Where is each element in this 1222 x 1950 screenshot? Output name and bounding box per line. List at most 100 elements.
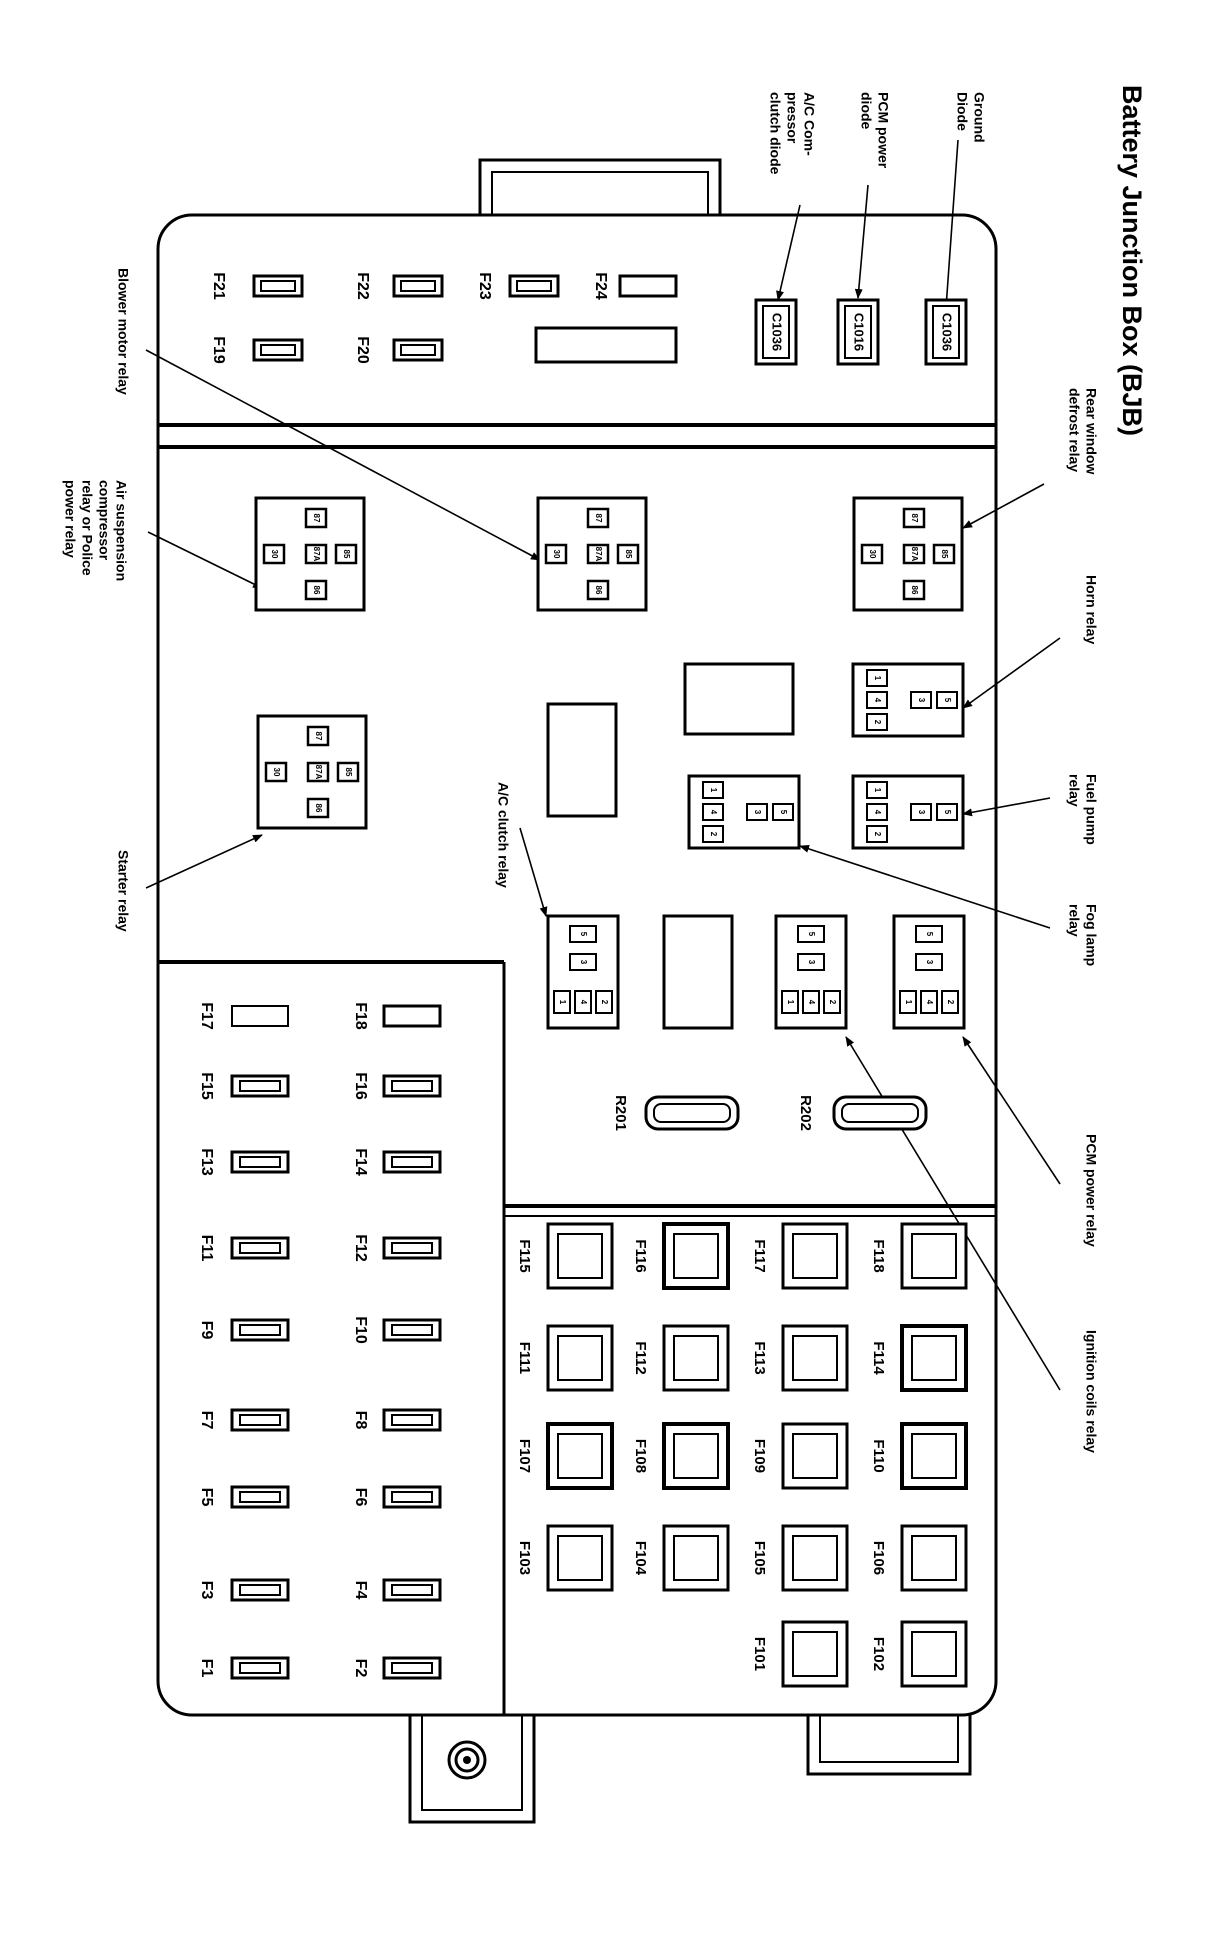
starter-relay-pin-2 (306, 761, 330, 783)
maxi-fuse-label-F103: F103 (516, 1541, 533, 1575)
pcm-power-relay-pin-1 (915, 953, 943, 971)
mini-fuse-label-F4: F4 (352, 1581, 369, 1600)
mounting-bolt-center-icon (463, 1756, 471, 1764)
callout-ignition-coils-relay: Ignition coils relay (1083, 1330, 1099, 1453)
top-fuse-label-F19: F19 (210, 336, 227, 364)
pcm-power-relay-pin-label-2: 1 (904, 1000, 913, 1005)
ac-clutch-relay-pin-1 (569, 953, 597, 971)
maxi-fuse-inner-F107 (557, 1433, 603, 1479)
callout-air-suspension-relay: power relay (62, 480, 78, 558)
mini-fuse-inner-F15 (239, 1080, 281, 1092)
mini-fuse-label-F15: F15 (198, 1072, 215, 1100)
horn-relay-pin-0 (866, 669, 888, 687)
callout-fog-lamp-relay: Fog lamp (1083, 904, 1099, 966)
mini-fuse-label-F2: F2 (352, 1659, 369, 1678)
rear-window-defrost-relay-pin-4 (902, 579, 926, 601)
mini-fuse-label-F5: F5 (198, 1488, 215, 1507)
callout-pcm-power-relay: PCM power relay (1083, 1134, 1099, 1247)
callout-arrow-horn-relay (962, 637, 1061, 709)
mini-fuse-label-F16: F16 (352, 1072, 369, 1100)
maxi-fuse-label-F101: F101 (751, 1637, 768, 1671)
ignition-coils-relay-pin-label-1: 3 (807, 960, 816, 965)
mini-fuse-label-F6: F6 (352, 1488, 369, 1507)
callout-arrow-ac-compressor-clutch-diode (776, 204, 801, 301)
mini-fuse-inner-F12 (391, 1242, 433, 1254)
maxi-fuse-label-F108: F108 (632, 1439, 649, 1473)
maxi-fuse-label-F102: F102 (870, 1637, 887, 1671)
mini-fuse-label-F10: F10 (352, 1316, 369, 1344)
maxi-fuse-label-F115: F115 (516, 1239, 533, 1272)
callout-ac-compressor-clutch-diode: clutch diode (767, 92, 783, 175)
callout-pcm-power-diode: PCM power (875, 92, 891, 169)
air-suspension-relay-pin-label-4: 86 (312, 586, 321, 595)
top-fuse-label-F24: F24 (592, 272, 609, 300)
maxi-fuse-inner-F109 (792, 1433, 838, 1479)
mini-fuse-F18 (382, 1004, 442, 1028)
fuel-pump-relay-pin-label-3: 3 (917, 810, 926, 815)
mini-fuse-label-F12: F12 (352, 1234, 369, 1262)
callout-ac-clutch-relay: A/C clutch relay (495, 782, 511, 888)
fog-lamp-relay-pin-2 (702, 825, 724, 843)
callout-pcm-power-diode: diode (858, 92, 874, 130)
fuel-pump-relay-pin-2 (866, 825, 888, 843)
diode-label-2: C1036 (770, 313, 785, 351)
starter-relay-pin-label-3: 85 (344, 768, 353, 777)
fog-lamp-relay-pin-label-3: 3 (753, 810, 762, 815)
callout-arrow-starter-relay (145, 834, 263, 889)
ignition-coils-relay-pin-3 (802, 990, 820, 1014)
air-suspension-relay-pin-label-2: 87A (312, 547, 321, 562)
callout-ac-compressor-clutch-diode: pressor (784, 92, 800, 144)
pcm-power-relay-pin-2 (899, 990, 917, 1014)
bottom-left-mounting-tab (408, 1710, 536, 1824)
top-fuse-label-F23: F23 (476, 272, 493, 300)
maxi-fuse-inner-F108 (673, 1433, 719, 1479)
mini-fuse-inner-F1 (239, 1662, 281, 1674)
maxi-fuse-label-F114: F114 (870, 1341, 887, 1375)
fog-lamp-relay-pin-0 (702, 781, 724, 799)
mini-fuse-inner-F5 (239, 1491, 281, 1503)
maxi-fuse-inner-F114 (911, 1335, 957, 1381)
ac-clutch-relay-pin-label-2: 1 (558, 1000, 567, 1005)
diode-inner-2 (762, 305, 790, 359)
maxi-fuse-inner-F117 (792, 1233, 838, 1279)
callout-arrow-ground-diode (942, 139, 959, 309)
ac-clutch-relay-pin-label-0: 5 (579, 932, 588, 937)
mini-fuse-inner-F13 (239, 1156, 281, 1168)
pcm-power-relay-pin-label-1: 3 (925, 960, 934, 965)
maxi-fuse-label-F111: F111 (516, 1342, 533, 1375)
maxi-fuse-inner-F118 (911, 1233, 957, 1279)
callout-blower-motor-relay: Blower motor relay (115, 268, 131, 395)
maxi-fuse-label-F116: F116 (632, 1239, 649, 1272)
mini-fuse-inner-F4 (391, 1584, 433, 1596)
mini-fuse-label-F3: F3 (198, 1581, 215, 1600)
maxi-fuse-label-F118: F118 (870, 1239, 887, 1272)
rear-window-defrost-relay-pin-label-3: 85 (940, 550, 949, 559)
maxi-fuse-label-F117: F117 (751, 1239, 768, 1272)
maxi-fuse-label-F110: F110 (870, 1439, 887, 1472)
cavity-block-3 (662, 914, 734, 1030)
blower-motor-relay-pin-label-3: 85 (624, 550, 633, 559)
ac-clutch-relay-pin-0 (569, 925, 597, 943)
maxi-fuse-inner-F113 (792, 1335, 838, 1381)
mini-fuse-inner-F16 (391, 1080, 433, 1092)
callout-arrow-ac-clutch-relay (519, 827, 548, 917)
horn-relay-pin-label-3: 3 (917, 698, 926, 703)
blower-motor-relay-pin-3 (616, 543, 640, 565)
resistor-label-R202: R202 (797, 1095, 814, 1131)
starter-relay-pin-label-4: 86 (314, 804, 323, 813)
top-fuse-label-F22: F22 (354, 272, 371, 300)
pcm-power-relay-pin-0 (915, 925, 943, 943)
ac-clutch-relay-pin-label-4: 2 (600, 1000, 609, 1005)
top-fuse-inner-F21 (260, 280, 296, 292)
mini-fuse-label-F18: F18 (352, 1002, 369, 1030)
maxi-fuse-label-F106: F106 (870, 1541, 887, 1575)
fuel-pump-relay-pin-label-1: 4 (873, 810, 882, 815)
mini-fuse-label-F1: F1 (198, 1659, 215, 1678)
ignition-coils-relay-pin-label-0: 5 (807, 932, 816, 937)
fuel-pump-relay-pin-label-2: 2 (873, 832, 882, 837)
mounting-bolt-inner-icon (454, 1747, 480, 1773)
horn-relay-pin-1 (866, 691, 888, 709)
diode-inner-1 (844, 305, 872, 359)
